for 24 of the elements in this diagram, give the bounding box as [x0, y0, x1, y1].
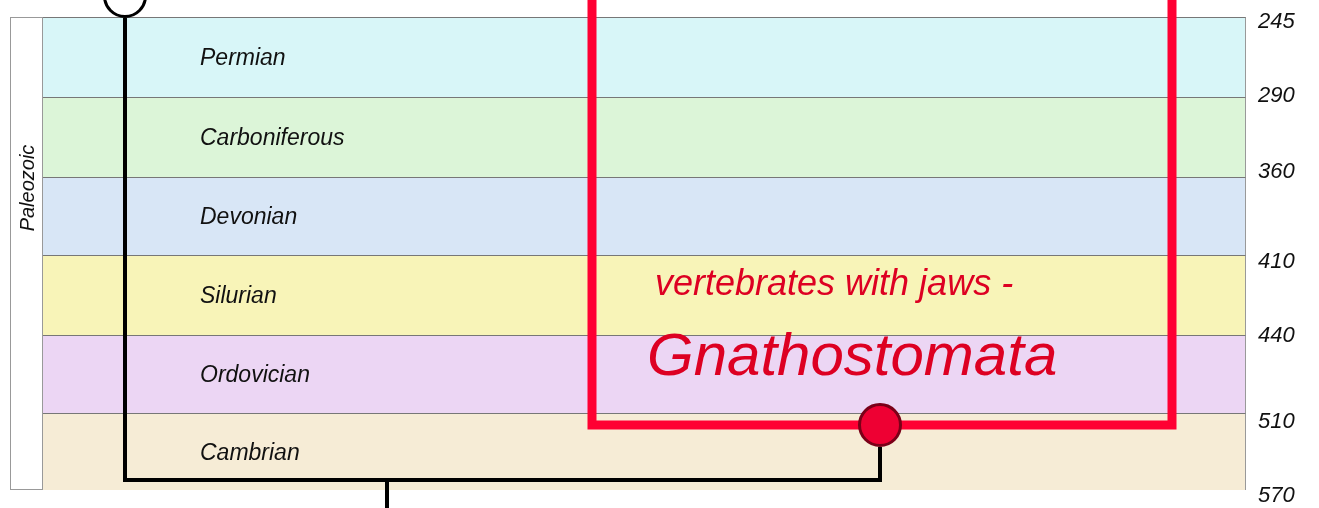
- period-label: Silurian: [200, 282, 277, 309]
- era-column: [10, 17, 43, 490]
- period-band: [43, 335, 587, 413]
- period-label: Permian: [200, 44, 286, 71]
- age-label: 360: [1258, 158, 1295, 184]
- period-label: Ordovician: [200, 361, 310, 388]
- age-label: 410: [1258, 248, 1295, 274]
- period-label: Cambrian: [200, 438, 300, 466]
- age-label: 290: [1258, 82, 1295, 108]
- clade-name: Gnathostomata: [647, 325, 1058, 385]
- period-band: [43, 255, 587, 335]
- age-label: 440: [1258, 322, 1295, 348]
- period-band: [43, 177, 587, 255]
- period-band: [43, 97, 587, 177]
- age-label: 245: [1258, 8, 1295, 34]
- period-band: [43, 17, 587, 97]
- period-band: [43, 413, 587, 490]
- node-circle: [103, 0, 147, 18]
- age-label: 510: [1258, 408, 1295, 434]
- period-label: Carboniferous: [200, 124, 345, 151]
- period-label: Devonian: [200, 203, 298, 230]
- era-label: Paleozoic: [15, 144, 38, 231]
- age-label: 570: [1258, 482, 1295, 508]
- clade-description: vertebrates with jaws -: [655, 265, 1014, 301]
